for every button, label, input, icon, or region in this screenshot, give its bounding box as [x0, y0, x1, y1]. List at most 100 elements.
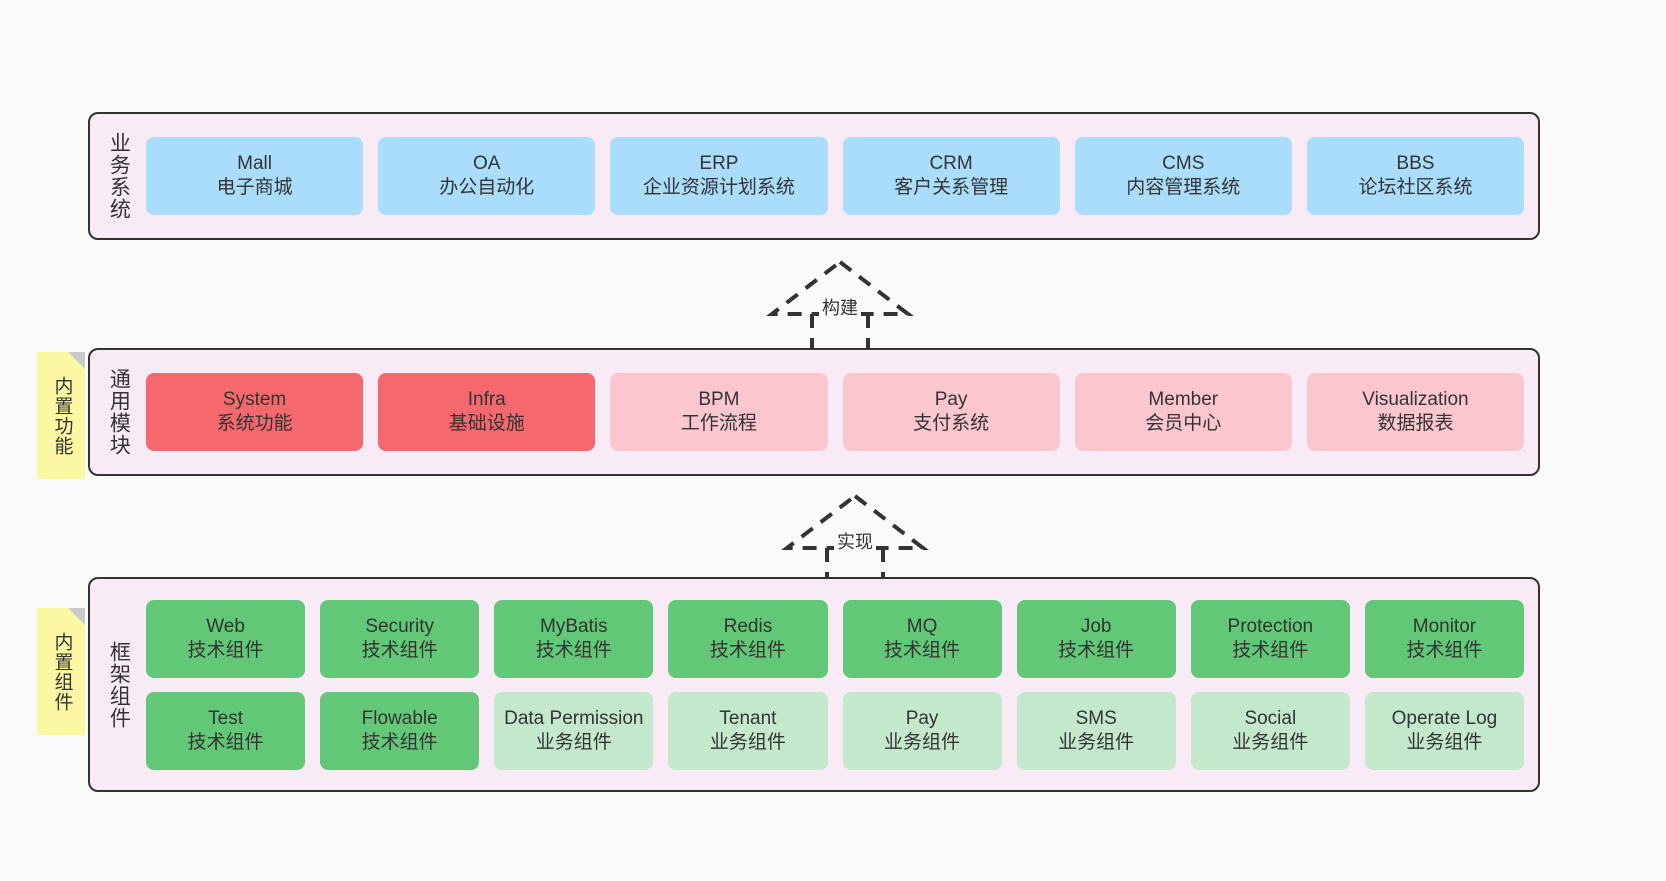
card-crm[interactable]: CRM 客户关系管理 — [842, 137, 1060, 215]
common-card-row: System 系统功能 Infra 基础设施 BPM 工作流程 Pay 支付系统… — [146, 373, 1525, 451]
card-subtitle: 支付系统 — [913, 413, 990, 434]
card-job[interactable]: Job 技术组件 — [1016, 599, 1176, 678]
card-pay-component[interactable]: Pay 业务组件 — [842, 691, 1002, 770]
card-title: CRM — [929, 153, 973, 175]
card-flowable[interactable]: Flowable 技术组件 — [320, 691, 480, 770]
layer-framework-components: 框架组件 Web 技术组件 Security 技术组件 MyBatis 技术组件… — [88, 577, 1540, 792]
card-visualization[interactable]: Visualization 数据报表 — [1306, 373, 1525, 451]
card-title: Pay — [905, 707, 939, 729]
card-title: Monitor — [1412, 615, 1477, 637]
card-test[interactable]: Test 技术组件 — [146, 691, 306, 770]
card-protection[interactable]: Protection 技术组件 — [1190, 599, 1350, 678]
card-title: Member — [1148, 389, 1219, 411]
card-pay[interactable]: Pay 支付系统 — [842, 373, 1060, 451]
card-subtitle: 基础设施 — [448, 413, 525, 434]
card-subtitle: 会员中心 — [1145, 413, 1222, 434]
card-subtitle: 工作流程 — [680, 413, 757, 434]
card-web[interactable]: Web 技术组件 — [146, 599, 306, 678]
card-title: Pay — [934, 389, 968, 411]
card-subtitle: 企业资源计划系统 — [642, 177, 795, 198]
card-sms[interactable]: SMS 业务组件 — [1016, 691, 1176, 770]
card-operate-log[interactable]: Operate Log 业务组件 — [1364, 691, 1524, 770]
business-card-row: Mall 电子商城 OA 办公自动化 ERP 企业资源计划系统 CRM 客户关系… — [146, 137, 1525, 215]
card-social[interactable]: Social 业务组件 — [1190, 691, 1350, 770]
card-subtitle: 技术组件 — [709, 639, 786, 661]
layer-business-systems: 业务系统 Mall 电子商城 OA 办公自动化 ERP 企业资源计划系统 CRM… — [88, 112, 1540, 240]
card-tenant[interactable]: Tenant 业务组件 — [668, 691, 828, 770]
card-bpm[interactable]: BPM 工作流程 — [610, 373, 828, 451]
layer-common-modules: 通用模块 System 系统功能 Infra 基础设施 BPM 工作流程 Pay… — [88, 348, 1540, 476]
card-cms[interactable]: CMS 内容管理系统 — [1074, 137, 1292, 215]
card-oa[interactable]: OA 办公自动化 — [378, 137, 596, 215]
connector-label-build: 构建 — [819, 294, 861, 320]
card-member[interactable]: Member 会员中心 — [1074, 373, 1292, 451]
card-title: Visualization — [1362, 389, 1469, 411]
card-mq[interactable]: MQ 技术组件 — [842, 599, 1002, 678]
card-subtitle: 客户关系管理 — [894, 177, 1009, 198]
layer-body-business: Mall 电子商城 OA 办公自动化 ERP 企业资源计划系统 CRM 客户关系… — [146, 114, 1538, 238]
connector-label-realize: 实现 — [834, 528, 876, 554]
card-subtitle: 技术组件 — [187, 639, 264, 661]
card-subtitle: 技术组件 — [1232, 639, 1309, 661]
framework-card-row-business: Test 技术组件 Flowable 技术组件 Data Permission … — [146, 691, 1524, 770]
connector-build: 构建 — [760, 258, 920, 354]
layer-title-framework: 框架组件 — [107, 640, 131, 729]
card-subtitle: 业务组件 — [884, 731, 961, 753]
card-subtitle: 技术组件 — [535, 639, 612, 661]
card-data-permission[interactable]: Data Permission 业务组件 — [494, 691, 654, 770]
card-title: Redis — [723, 615, 773, 637]
card-system[interactable]: System 系统功能 — [146, 373, 364, 451]
card-title: System — [222, 389, 287, 411]
card-title: Mall — [237, 153, 272, 175]
card-subtitle: 系统功能 — [216, 413, 293, 434]
layer-body-framework: Web 技术组件 Security 技术组件 MyBatis 技术组件 Redi… — [146, 579, 1538, 790]
note-label: 内置组件 — [51, 631, 73, 712]
card-subtitle: 业务组件 — [1232, 731, 1309, 753]
card-subtitle: 技术组件 — [884, 639, 961, 661]
card-subtitle: 技术组件 — [187, 731, 264, 753]
card-infra[interactable]: Infra 基础设施 — [378, 373, 596, 451]
card-title: Tenant — [719, 707, 777, 729]
card-title: MQ — [906, 615, 938, 637]
card-redis[interactable]: Redis 技术组件 — [668, 599, 828, 678]
card-monitor[interactable]: Monitor 技术组件 — [1364, 599, 1524, 678]
note-builtin-function: 内置功能 — [37, 352, 85, 479]
card-erp[interactable]: ERP 企业资源计划系统 — [610, 137, 828, 215]
note-fold-icon — [68, 608, 85, 625]
layer-body-common: System 系统功能 Infra 基础设施 BPM 工作流程 Pay 支付系统… — [146, 350, 1538, 474]
card-title: Protection — [1227, 615, 1314, 637]
card-subtitle: 技术组件 — [1058, 639, 1135, 661]
card-security[interactable]: Security 技术组件 — [320, 599, 480, 678]
card-title: Infra — [467, 389, 506, 411]
connector-realize: 实现 — [775, 492, 935, 588]
layer-title-business: 业务系统 — [107, 132, 131, 220]
card-title: CMS — [1162, 153, 1205, 175]
layer-title-common: 通用模块 — [107, 368, 131, 456]
card-subtitle: 技术组件 — [361, 731, 438, 753]
card-title: SMS — [1075, 707, 1117, 729]
note-fold-icon — [68, 352, 85, 369]
card-subtitle: 业务组件 — [1406, 731, 1483, 753]
card-subtitle: 内容管理系统 — [1126, 177, 1241, 198]
card-title: Social — [1244, 707, 1297, 729]
card-subtitle: 业务组件 — [1058, 731, 1135, 753]
card-mybatis[interactable]: MyBatis 技术组件 — [494, 599, 654, 678]
card-title: OA — [473, 153, 501, 175]
card-title: Operate Log — [1391, 707, 1498, 729]
card-subtitle: 数据报表 — [1377, 413, 1454, 434]
card-mall[interactable]: Mall 电子商城 — [146, 137, 364, 215]
card-title: BBS — [1396, 153, 1435, 175]
card-title: ERP — [699, 153, 739, 175]
card-title: BPM — [698, 389, 740, 411]
card-bbs[interactable]: BBS 论坛社区系统 — [1306, 137, 1525, 215]
note-label: 内置功能 — [51, 375, 73, 456]
card-title: Flowable — [361, 707, 438, 729]
note-builtin-component: 内置组件 — [37, 608, 85, 735]
card-subtitle: 电子商城 — [216, 177, 293, 198]
card-title: Web — [206, 615, 245, 637]
card-subtitle: 技术组件 — [1406, 639, 1483, 661]
card-title: Test — [208, 707, 243, 729]
card-subtitle: 业务组件 — [535, 731, 612, 753]
card-subtitle: 论坛社区系统 — [1358, 177, 1473, 198]
